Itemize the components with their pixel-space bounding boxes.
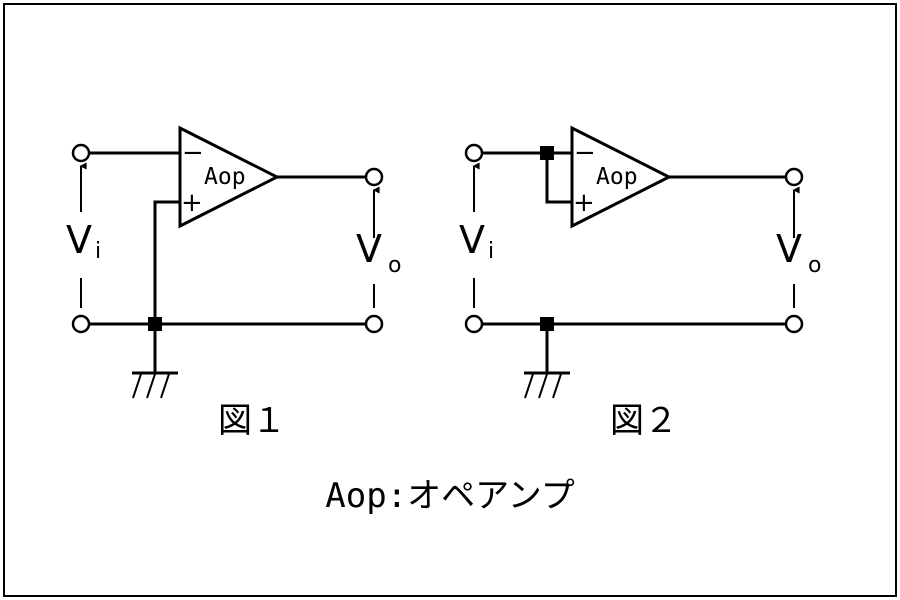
fig2-output-terminal-top — [784, 167, 804, 187]
outer-frame — [3, 3, 897, 597]
fig2-input-terminal-top — [464, 143, 484, 163]
fig1-plus-sign: + — [181, 188, 203, 218]
fig2-plus-sign: + — [573, 188, 595, 218]
fig2-vo-main: V — [776, 227, 802, 271]
fig1-opamp-triangle — [178, 125, 281, 229]
legend-text: Aop:オペアンプ — [325, 476, 575, 516]
fig1-ground-symbol — [132, 371, 178, 399]
fig2-output-terminal-bottom — [784, 314, 804, 334]
fig1-vi-main: V — [66, 218, 92, 262]
figure-2-caption: 図２ — [610, 401, 678, 441]
fig2-amp-label: Aop — [596, 164, 638, 190]
fig2-vo-sub: o — [808, 253, 821, 278]
fig1-output-terminal-bottom — [364, 314, 384, 334]
fig2-opamp-triangle — [570, 125, 673, 229]
fig1-plus-wire — [153, 200, 180, 372]
fig2-junction-dot-input — [540, 146, 554, 160]
figure-1: − + Aop V i V o 図１ — [66, 125, 401, 441]
fig2-input-terminal-bottom — [464, 314, 484, 334]
fig2-ground-symbol — [524, 371, 570, 399]
fig1-minus-sign: − — [182, 138, 204, 168]
fig2-junction-dot-ground — [540, 317, 554, 331]
figure-1-caption: 図１ — [218, 401, 286, 441]
fig2-vi-main: V — [459, 218, 485, 262]
fig1-vo-main: V — [356, 227, 382, 271]
fig2-vi-sub: i — [488, 239, 494, 264]
fig1-vi-sub: i — [95, 239, 101, 264]
fig1-amp-label: Aop — [204, 164, 246, 190]
fig1-junction-dot — [148, 317, 162, 331]
fig1-output-terminal-top — [364, 167, 384, 187]
fig2-follower-feedback-wire — [545, 153, 572, 204]
fig1-input-terminal-top — [71, 143, 91, 163]
fig2-minus-sign: − — [574, 138, 596, 168]
fig1-vo-sub: o — [388, 253, 401, 278]
fig1-input-terminal-bottom — [71, 314, 91, 334]
figure-2: − + Aop V i V o 図２ — [459, 125, 821, 441]
